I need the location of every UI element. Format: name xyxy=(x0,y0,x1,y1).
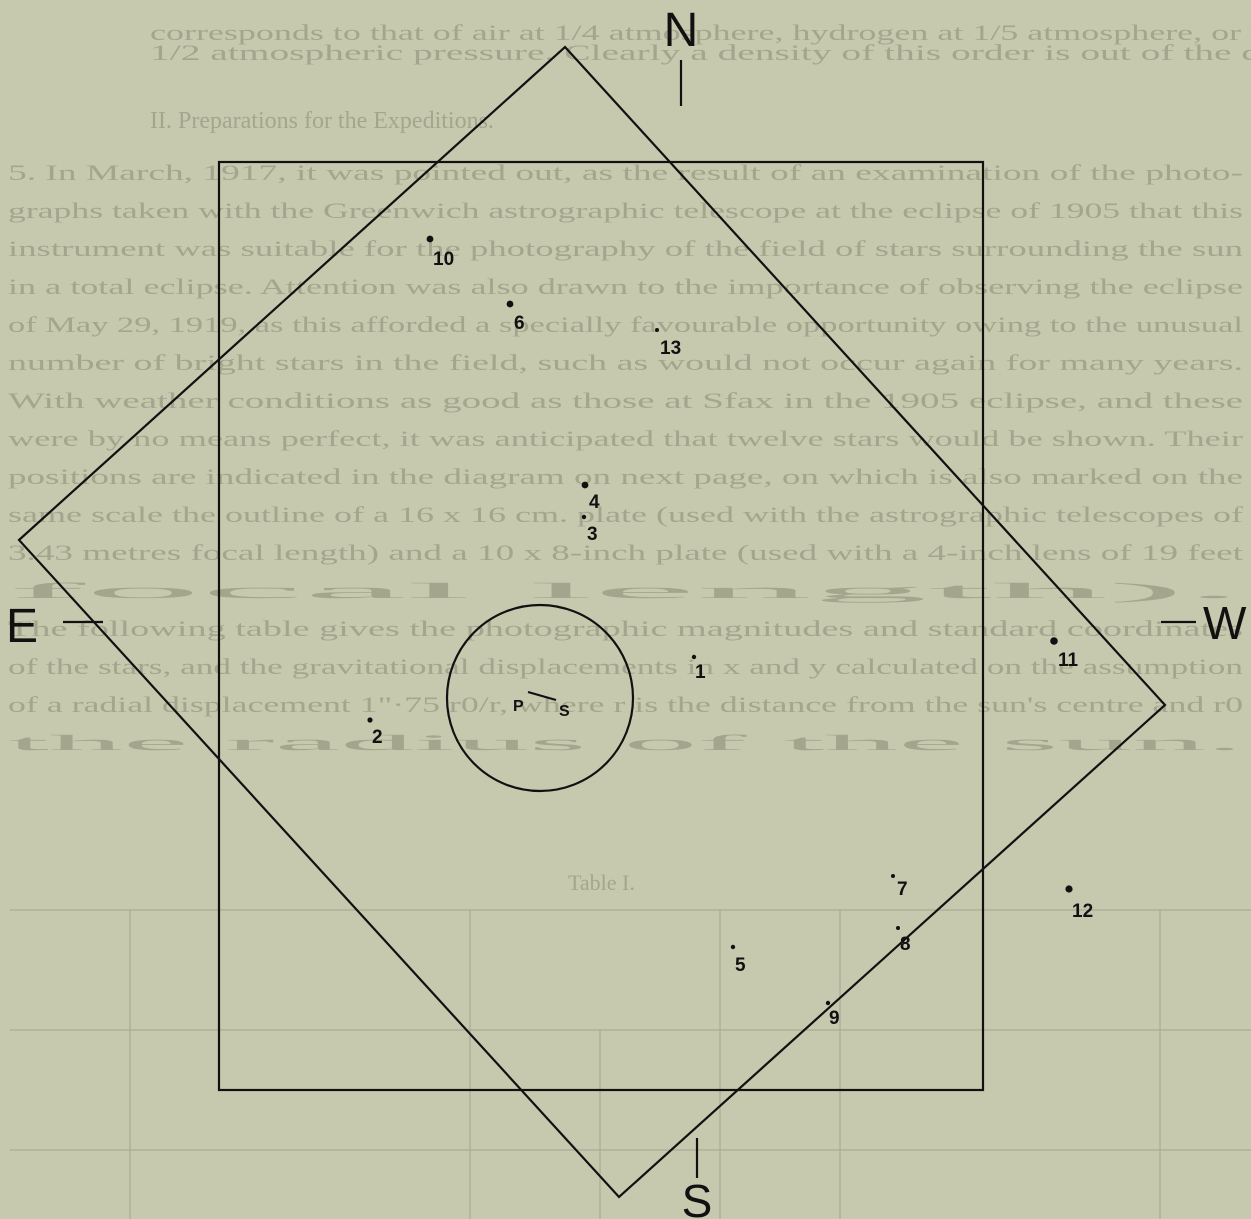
star-dot-12 xyxy=(1065,885,1073,893)
bleed-line: graphs taken with the Greenwich astrogra… xyxy=(8,198,1243,223)
star-label-2: 2 xyxy=(372,727,383,748)
star-label-10: 10 xyxy=(433,249,454,270)
bleed-line: in a total eclipse. Attention was also d… xyxy=(8,274,1243,299)
star-dot-13 xyxy=(655,328,659,332)
star-label-1: 1 xyxy=(695,662,706,683)
star-dot-7 xyxy=(891,874,895,878)
star-dot-1 xyxy=(691,654,697,660)
star-label-6: 6 xyxy=(514,313,525,334)
star-dot-5 xyxy=(730,944,736,950)
star-2: 2 xyxy=(367,717,383,748)
bleed-through-text: II. Preparations for the Expeditions. co… xyxy=(8,20,1251,1219)
star-4: 4 xyxy=(581,481,600,513)
bleed-table-lines xyxy=(10,909,1251,1219)
bleed-line: 1/2 atmospheric pressure. Clearly a dens… xyxy=(150,40,1251,65)
bleed-table-title: Table I. xyxy=(568,870,635,895)
bleed-line: instrument was suitable for the photogra… xyxy=(8,236,1243,261)
star-label-7: 7 xyxy=(897,879,908,900)
bleed-line: With weather conditions as good as those… xyxy=(8,388,1243,413)
star-dot-10 xyxy=(426,235,434,243)
star-label-11: 11 xyxy=(1058,650,1079,671)
bleed-line: focal length). xyxy=(8,578,1243,603)
star-9: 9 xyxy=(825,1000,840,1029)
bleed-line: number of bright stars in the field, suc… xyxy=(8,350,1243,375)
star-dot-6 xyxy=(506,300,514,308)
bleed-lines: corresponds to that of air at 1/4 atmosp… xyxy=(8,20,1251,755)
star-label-5: 5 xyxy=(735,955,746,976)
bleed-line: 3.43 metres focal length) and a 10 x 8-i… xyxy=(8,540,1243,565)
star-label-3: 3 xyxy=(587,524,598,545)
star-13: 13 xyxy=(655,328,681,359)
star-dot-3 xyxy=(581,514,587,520)
star-12: 12 xyxy=(1065,885,1093,922)
star-11: 11 xyxy=(1050,637,1079,671)
bleed-line: of the stars, and the gravitational disp… xyxy=(8,654,1243,679)
plate-outline-rectangle xyxy=(217,160,985,1092)
bleed-line: of a radial displacement 1"·75 r0/r, whe… xyxy=(8,692,1243,717)
bleed-line: corresponds to that of air at 1/4 atmosp… xyxy=(150,20,1251,45)
bleed-line: positions are indicated in the diagram o… xyxy=(8,464,1243,489)
sun-disc xyxy=(445,603,635,793)
sun-label-s: S xyxy=(559,703,570,720)
star-3: 3 xyxy=(581,514,598,545)
star-8: 8 xyxy=(896,926,911,955)
star-6: 6 xyxy=(506,300,525,334)
star-dot-11 xyxy=(1050,637,1058,645)
star-1: 1 xyxy=(691,654,706,683)
bleed-line: The following table gives the photograph… xyxy=(8,616,1243,641)
star-dot-9 xyxy=(825,1000,831,1006)
east-label: E xyxy=(6,600,38,653)
bleed-heading: II. Preparations for the Expeditions. xyxy=(150,108,494,134)
star-label-13: 13 xyxy=(660,338,681,359)
south-label: S xyxy=(682,1175,713,1219)
bleed-line: were by no means perfect, it was anticip… xyxy=(8,426,1244,451)
star-label-8: 8 xyxy=(900,934,911,955)
star-dot-4 xyxy=(581,481,589,489)
bleed-line: 5. In March, 1917, it was pointed out, a… xyxy=(8,160,1243,185)
bleed-line: of May 29, 1919, as this afforded a spec… xyxy=(8,312,1243,337)
west-label: W xyxy=(1203,597,1247,649)
star-dot-2 xyxy=(367,717,373,723)
sun-label-p: P xyxy=(513,698,524,715)
star-label-9: 9 xyxy=(829,1008,840,1029)
star-10: 10 xyxy=(426,235,454,270)
north-label: N xyxy=(664,4,699,57)
bleed-line: same scale the outline of a 16 x 16 cm. … xyxy=(8,502,1244,527)
star-dot-8 xyxy=(896,926,900,930)
star-7: 7 xyxy=(891,874,908,900)
star-label-4: 4 xyxy=(589,492,600,513)
sun-path-line xyxy=(527,690,557,702)
star-5: 5 xyxy=(730,944,746,976)
plate-outline-diamond xyxy=(17,45,1167,1199)
star-label-12: 12 xyxy=(1072,901,1093,922)
